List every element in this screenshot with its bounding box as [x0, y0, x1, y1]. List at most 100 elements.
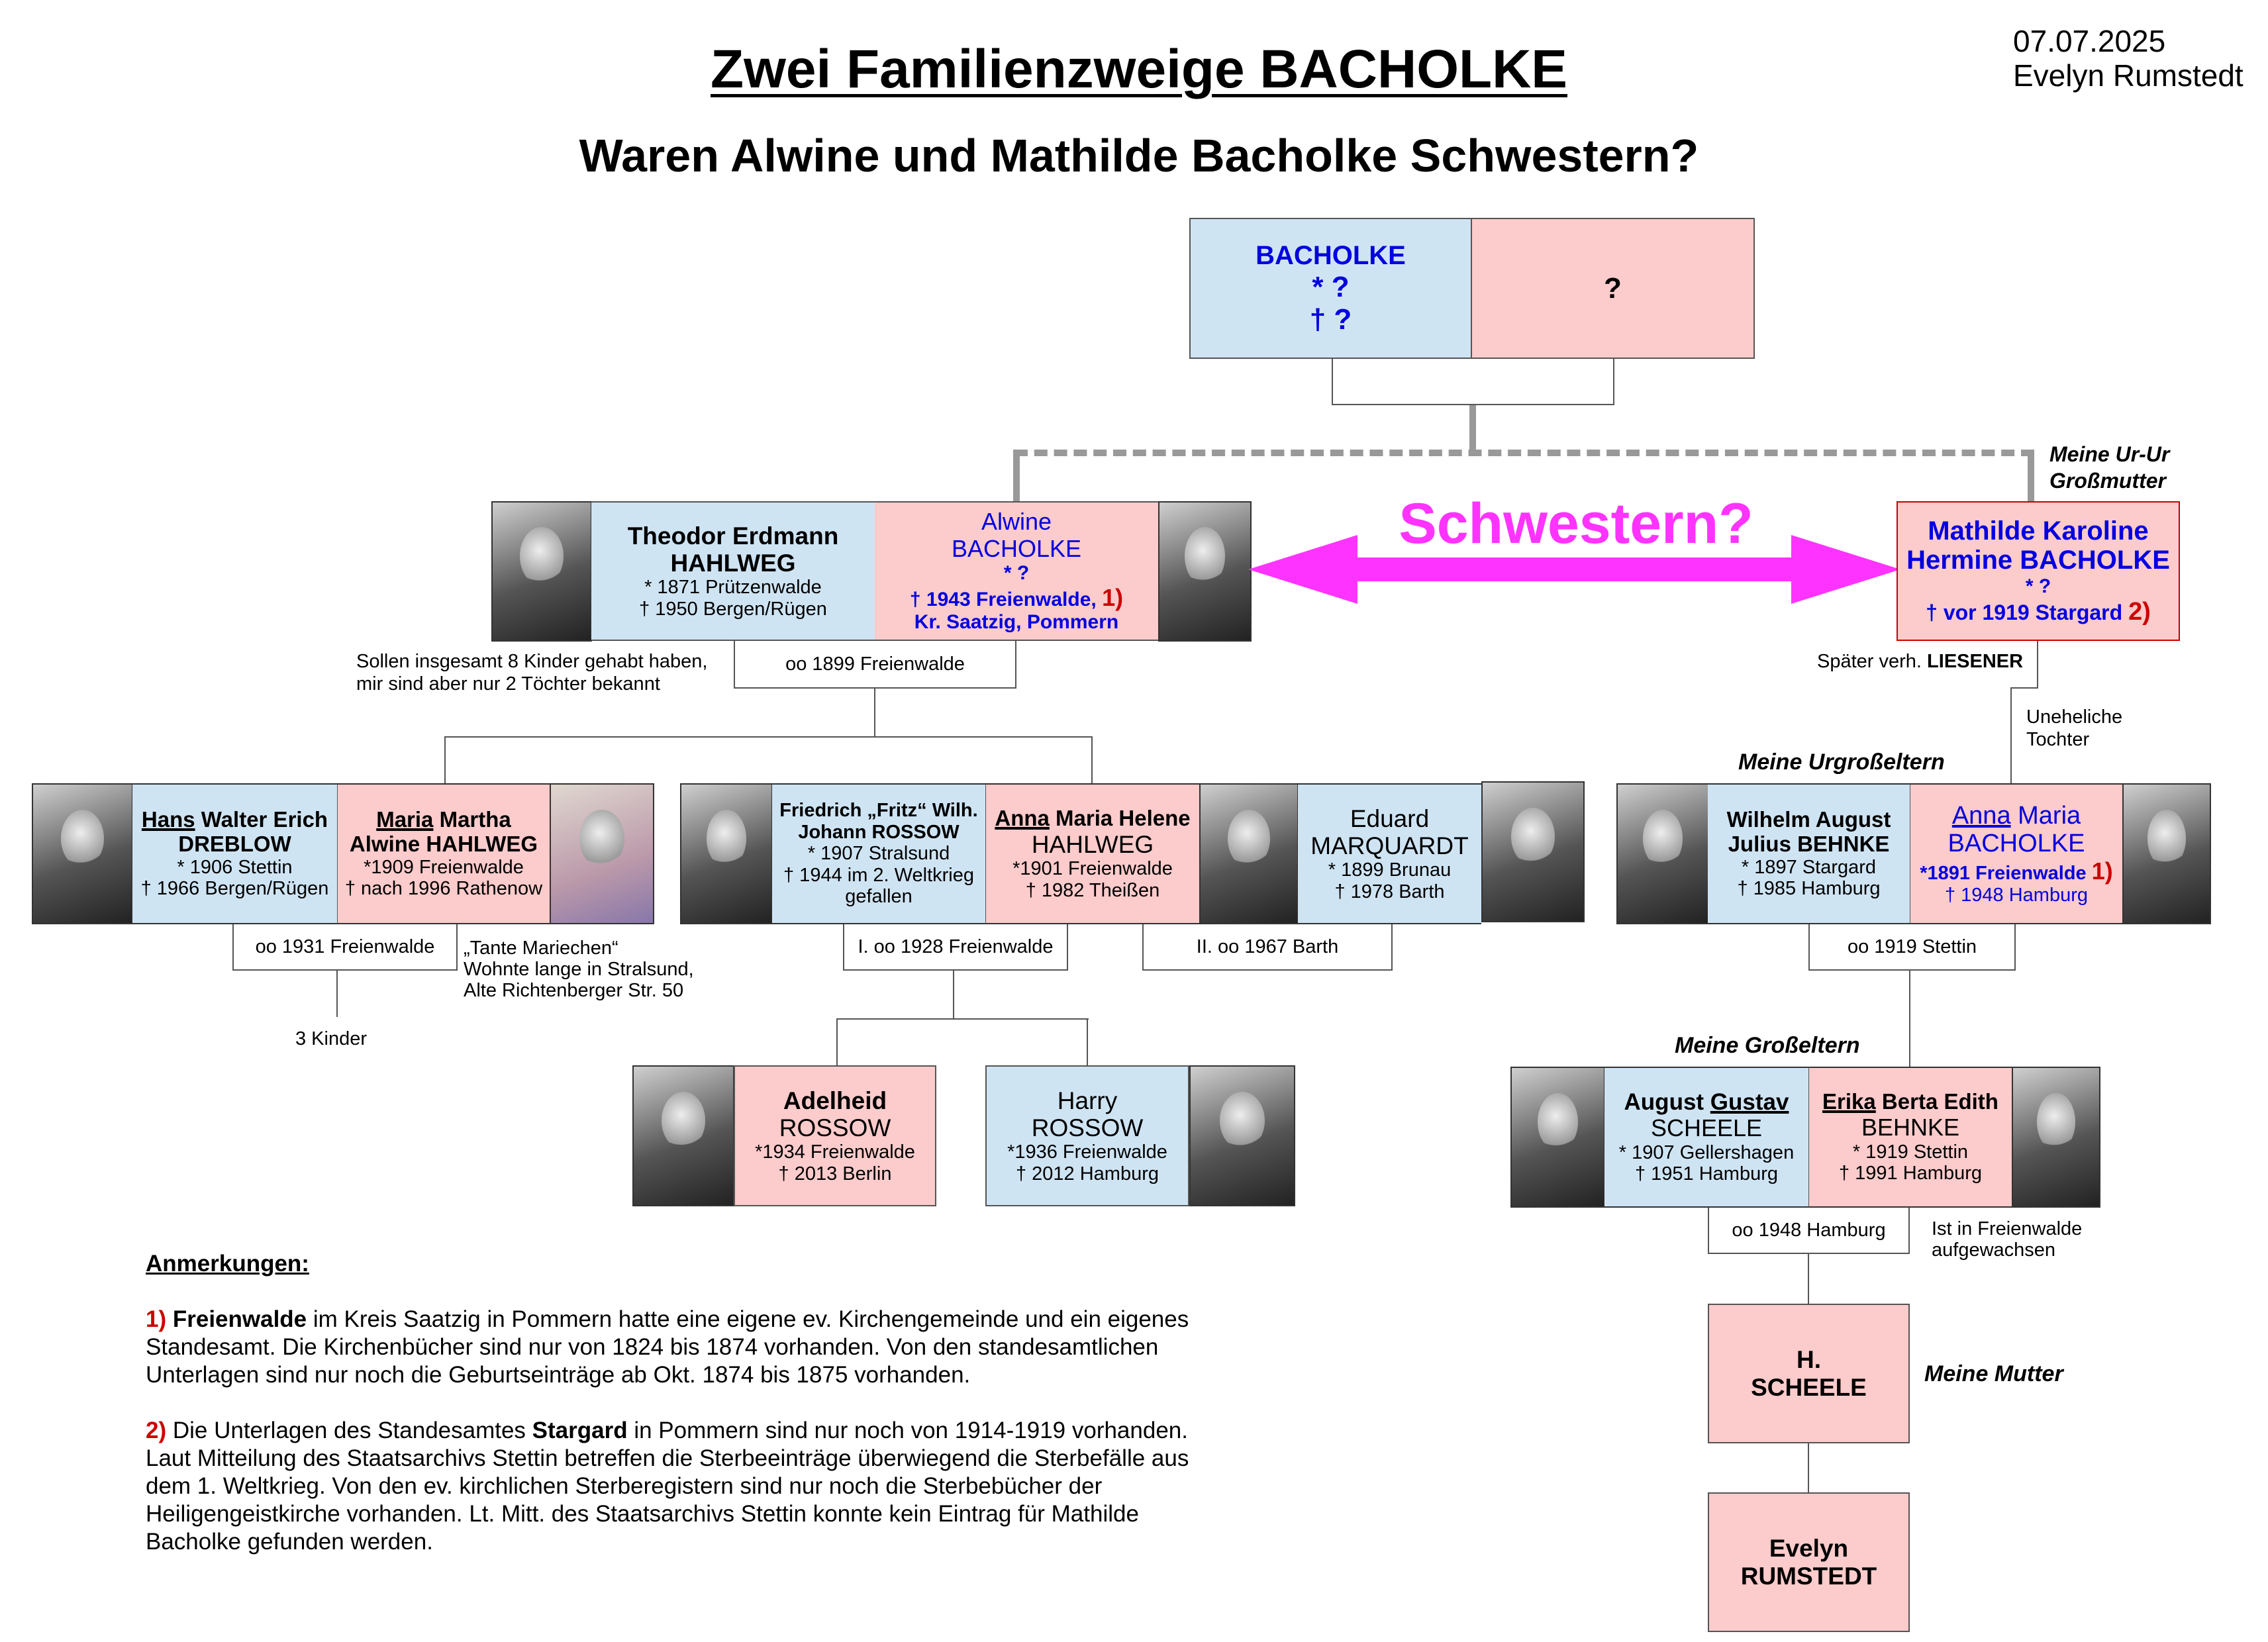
photo-eduard [1481, 781, 1585, 922]
person-mathilde: Mathilde Karoline Hermine BACHOLKE * ? †… [1897, 501, 2180, 641]
double-arrow-icon [1248, 535, 1900, 604]
died: † 1943 Freienwalde, 1) [910, 583, 1124, 611]
connector [336, 971, 338, 1017]
died: † nach 1996 Rathenow [344, 878, 543, 900]
died-note: gefallen [845, 886, 912, 908]
label-mutter: Meine Mutter [1924, 1361, 2063, 1386]
born: *1934 Freienwalde [755, 1141, 915, 1163]
line: „Tante Mariechen“ [464, 938, 618, 959]
photo-erika [2012, 1067, 2100, 1208]
name: ? [1604, 271, 1622, 305]
other-names: Maria [2010, 801, 2081, 830]
first-name: Anna [1951, 801, 2011, 830]
person-erika: Erika Berta Edith BEHNKE * 1919 Stettin … [1808, 1067, 2012, 1208]
name: Mathilde Karoline [1928, 516, 2149, 546]
connector [1469, 405, 1476, 453]
first-name: Hans [141, 807, 195, 832]
person-eduard: Eduard MARQUARDT * 1899 Brunau † 1978 Ba… [1298, 783, 1481, 924]
born: *1891 Freienwalde 1) [1920, 857, 2113, 885]
born: * ? [1312, 270, 1350, 303]
first-name: Anna [995, 805, 1050, 830]
surname: ROSSOW [1031, 1114, 1144, 1142]
connector [836, 1018, 838, 1065]
note-ref: 2) [2128, 597, 2151, 626]
connector [2010, 687, 2012, 783]
photo-theodor [491, 501, 592, 642]
person-alwine: Alwine BACHOLKE * ? † 1943 Freienwalde, … [875, 501, 1158, 641]
place: Freienwalde [172, 1306, 307, 1332]
surname: Hermine BACHOLKE [1906, 546, 2170, 575]
surname: Alwine HAHLWEG [349, 832, 538, 857]
first-name: August [1624, 1089, 1710, 1116]
born: *1936 Freienwalde [1007, 1141, 1167, 1163]
person-harry: Harry ROSSOW *1936 Freienwalde † 2012 Ha… [985, 1065, 1189, 1206]
surname: MARQUARDT [1310, 832, 1469, 860]
label-spaeter: Später verh. LIESENER [1817, 650, 2023, 673]
died: † vor 1919 Stargard 2) [1926, 598, 2151, 626]
other-names: Berta Edith [1875, 1089, 1998, 1114]
connector [2028, 450, 2034, 501]
connector [837, 1018, 1089, 1020]
person-bacholke-father: BACHOLKE * ? † ? [1189, 218, 1472, 359]
connector [953, 971, 954, 1019]
born: * 1897 Stargard [1741, 856, 1877, 878]
name: August Gustav [1624, 1089, 1789, 1115]
died: † 1950 Bergen/Rügen [639, 598, 827, 620]
connector [1087, 1018, 1088, 1065]
connector [1808, 1254, 1809, 1304]
person-hans: Hans Walter Erich DREBLOW * 1906 Stettin… [132, 783, 337, 924]
surname: BEHNKE [1861, 1114, 1960, 1141]
surname: RUMSTEDT [1740, 1562, 1877, 1590]
connector [1013, 450, 1020, 501]
person-friedrich: Friedrich „Fritz“ Wilh. Johann ROSSOW * … [772, 783, 985, 924]
other-names: Walter Erich [195, 807, 328, 832]
note-ref: 1) [1102, 583, 1124, 611]
born: *1909 Freienwalde [364, 856, 524, 878]
photo-wilhelm [1616, 783, 1709, 924]
label-aufgewachsen: Ist in Freienwalde aufgewachsen [1932, 1218, 2083, 1261]
name: Theodor Erdmann [627, 522, 839, 550]
photo-august [1510, 1067, 1605, 1208]
marriage-1919: oo 1919 Stettin [1808, 924, 2016, 971]
died: † 1985 Hamburg [1737, 878, 1881, 900]
photo-adelheid [632, 1065, 734, 1206]
died: † 2012 Hamburg [1015, 1163, 1159, 1184]
born-text: *1891 Freienwalde [1920, 862, 2087, 884]
first-name: Erika [1822, 1089, 1876, 1114]
born: * 1919 Stettin [1852, 1141, 1969, 1163]
surname: DREBLOW [178, 832, 291, 857]
surname: HAHLWEG [1031, 830, 1154, 858]
connector [2037, 641, 2038, 689]
born: * ? [2025, 575, 2051, 598]
surname: SCHEELE [1751, 1373, 1867, 1401]
marriage-1928: I. oo 1928 Freienwalde [843, 924, 1068, 971]
text: Die Unterlagen des Standesamtes [166, 1418, 532, 1443]
marriage-1899: oo 1899 Freienwalde [734, 641, 1016, 689]
dashed-connector [1014, 450, 2034, 456]
name: Anna Maria [1952, 802, 2081, 830]
name: Eduard [1350, 804, 1430, 832]
connector [444, 736, 446, 783]
label-grosseltern: Meine Großeltern [1675, 1033, 1860, 1058]
notes-heading: Anmerkungen: [146, 1251, 309, 1277]
name: Harry [1057, 1087, 1118, 1114]
name: Anna Maria Helene [995, 806, 1190, 831]
surname: BACHOLKE [951, 534, 1082, 562]
line: Wohnte lange in Stralsund, [464, 959, 694, 980]
connector [1808, 1443, 1809, 1492]
photo-anna-bacholke [2122, 783, 2211, 924]
died: † ? [1309, 303, 1352, 336]
photo-harry [1189, 1065, 1295, 1206]
surname: Johann ROSSOW [798, 821, 960, 843]
name: BACHOLKE [1256, 240, 1406, 270]
note-1: 1) Freienwalde im Kreis Saatzig in Pomme… [146, 1306, 1218, 1389]
label-schwestern: Schwestern? [1399, 492, 1753, 555]
connector [1091, 736, 1093, 783]
name: Evelyn [1769, 1535, 1849, 1563]
photo-alwine [1158, 501, 1252, 642]
page-title: Zwei Familienzweige BACHOLKE [711, 39, 1567, 99]
person-evelyn: Evelyn RUMSTEDT [1708, 1492, 1910, 1632]
photo-maria [550, 783, 654, 924]
marriage-1948: oo 1948 Hamburg [1708, 1208, 1910, 1254]
text: Später verh. [1817, 651, 1922, 672]
